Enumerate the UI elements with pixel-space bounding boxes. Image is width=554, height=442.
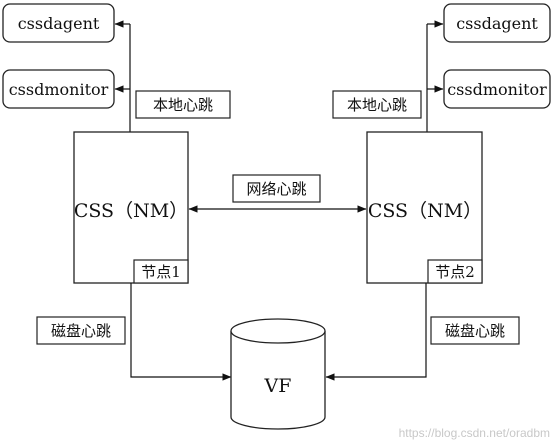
voting-disk-label: VF: [264, 375, 292, 397]
left-disk-arrow: [130, 283, 232, 381]
left-node-tag: 节点1: [141, 263, 181, 281]
left-node-tag-box: [133, 259, 189, 284]
right-cssdagent-box: [443, 3, 551, 43]
left-local-heartbeat-box: [135, 90, 231, 119]
left-cssdmonitor-label: cssdmonitor: [9, 80, 109, 99]
right-node-tag-box: [427, 259, 483, 284]
right-node-box: [366, 131, 483, 284]
left-disk-heartbeat-box: [36, 316, 126, 345]
right-disk-heartbeat-label: 磁盘心跳: [445, 322, 505, 340]
right-node-tag: 节点2: [435, 263, 475, 281]
network-heartbeat-label: 网络心跳: [246, 180, 306, 198]
right-cssdmonitor-box: [443, 69, 551, 109]
network-heartbeat-box: [232, 174, 321, 203]
right-disk-arrow: [325, 283, 427, 381]
right-cssdmonitor-label: cssdmonitor: [447, 80, 547, 99]
left-cssdagent-box: [2, 3, 115, 43]
right-node-title: CSS（NM）: [368, 200, 482, 222]
right-local-heartbeat-label: 本地心跳: [347, 96, 407, 114]
watermark-text: https://blog.csdn.net/oradbm: [399, 426, 550, 440]
right-local-heartbeat-box: [332, 90, 422, 119]
right-cssdagent-label: cssdagent: [456, 14, 538, 33]
left-node-title: CSS（NM）: [74, 200, 188, 222]
voting-disk-cylinder: [230, 318, 326, 430]
left-local-heartbeat-label: 本地心跳: [153, 96, 213, 114]
right-disk-heartbeat-box: [430, 316, 520, 345]
left-cssdagent-label: cssdagent: [18, 14, 100, 33]
left-disk-heartbeat-label: 磁盘心跳: [51, 322, 111, 340]
left-cssdmonitor-box: [2, 69, 115, 109]
